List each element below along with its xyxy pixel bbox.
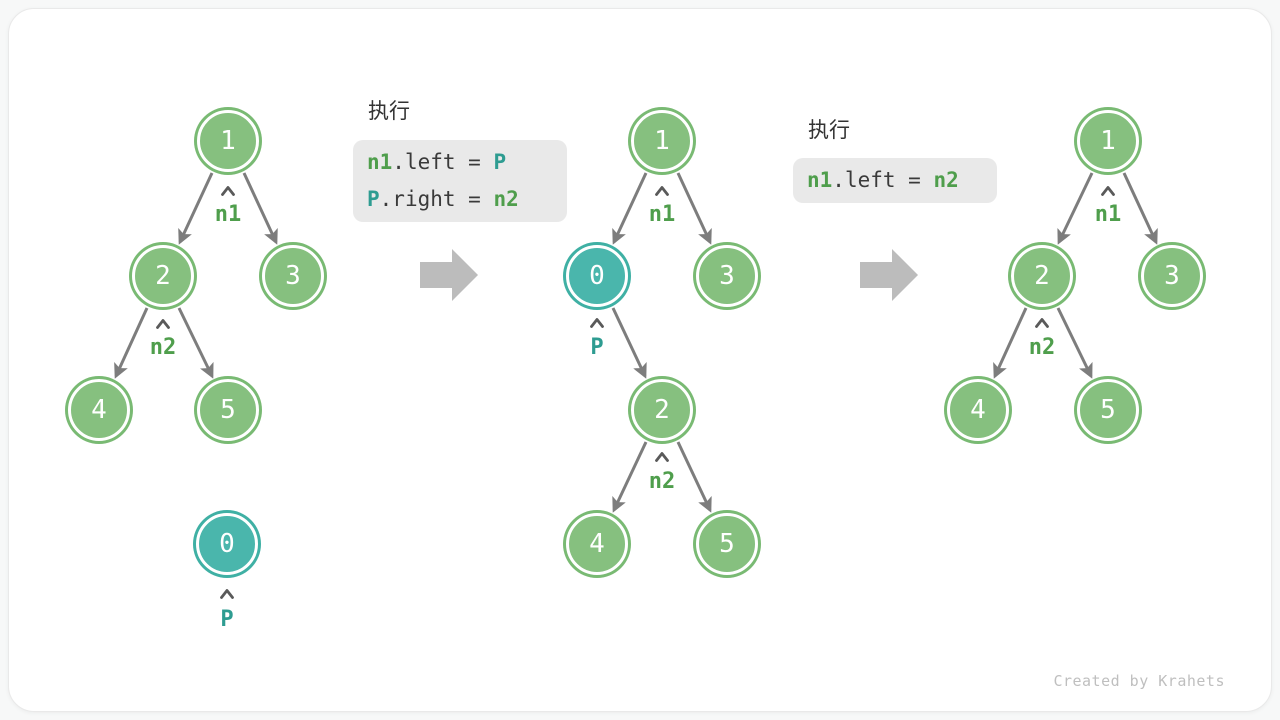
tree2-node-3: 3 xyxy=(696,245,758,307)
edge-arrow xyxy=(1056,307,1093,379)
node-value: 2 xyxy=(1034,261,1050,291)
watermark-credit: Created by Krahets xyxy=(1053,672,1225,690)
pointer-label-p: P xyxy=(590,335,604,360)
tree1-node-5: 5 xyxy=(197,379,259,441)
tree1-node-4: 4 xyxy=(68,379,130,441)
step1-title: 执行 xyxy=(368,100,410,123)
node-value: 4 xyxy=(970,395,986,425)
edge-arrow xyxy=(993,307,1028,379)
node-value: 1 xyxy=(654,126,670,156)
caret-up-icon xyxy=(221,186,235,196)
code-token: n2 xyxy=(933,168,959,192)
step1-code-block: n1.left = P P.right = n2 xyxy=(353,140,567,222)
pointer-label-n1: n1 xyxy=(648,202,676,227)
edge-arrow xyxy=(242,172,278,245)
node-value: 4 xyxy=(589,529,605,559)
tree2-node-1: 1 xyxy=(631,110,693,172)
caret-up-icon xyxy=(220,589,234,599)
tree3-node-2: 2 xyxy=(1011,245,1073,307)
tree3-node-1: 1 xyxy=(1077,110,1139,172)
node-value: 0 xyxy=(219,529,235,559)
node-value: 0 xyxy=(589,261,605,291)
pointer-label-n2: n2 xyxy=(648,469,676,494)
pointer-label-p: P xyxy=(220,607,234,632)
edge-arrow xyxy=(612,172,648,245)
step-arrow-icon xyxy=(860,249,918,301)
code-line: P.right = n2 xyxy=(367,181,567,218)
node-value: 1 xyxy=(220,126,236,156)
pointer-label-n2: n2 xyxy=(1028,335,1056,360)
edge-arrow xyxy=(611,307,647,379)
code-token: n2 xyxy=(493,187,519,211)
edge-arrow xyxy=(612,441,648,513)
code-token: .right = xyxy=(379,187,494,211)
pointer-label-n2: n2 xyxy=(149,335,177,360)
caret-up-icon xyxy=(1101,186,1115,196)
node-value: 5 xyxy=(719,529,735,559)
node-value: 4 xyxy=(91,395,107,425)
node-value: 5 xyxy=(1100,395,1116,425)
edge-arrow xyxy=(178,172,214,245)
node-value: 3 xyxy=(1164,261,1180,291)
step2-code-block: n1.left = n2 xyxy=(793,158,997,203)
tree2-node-4: 4 xyxy=(566,513,628,575)
tree2-edges xyxy=(611,172,712,513)
tree1-node-3: 3 xyxy=(262,245,324,307)
tree3-node-4: 4 xyxy=(947,379,1009,441)
pointer-label-n1: n1 xyxy=(1094,202,1122,227)
tree2-node-2: 2 xyxy=(631,379,693,441)
tree3-node-5: 5 xyxy=(1077,379,1139,441)
code-token: P xyxy=(493,150,507,174)
tree1-node-0: 0 xyxy=(196,513,258,575)
code-line: n1.left = n2 xyxy=(807,162,997,199)
tree1-node-2: 2 xyxy=(132,245,194,307)
step-arrow-icon xyxy=(420,249,478,301)
code-token: P xyxy=(367,187,380,211)
caret-up-icon xyxy=(655,186,669,196)
edge-arrow xyxy=(676,441,712,513)
edge-arrow xyxy=(114,307,149,379)
edge-arrow xyxy=(676,172,712,245)
tree3-node-3: 3 xyxy=(1141,245,1203,307)
node-value: 1 xyxy=(1100,126,1116,156)
node-value: 2 xyxy=(654,395,670,425)
tree2-node-0: 0 xyxy=(566,245,628,307)
caret-up-icon xyxy=(1035,318,1049,328)
node-value: 3 xyxy=(285,261,301,291)
step2-title: 执行 xyxy=(808,119,850,142)
pointer-label-n1: n1 xyxy=(214,202,242,227)
code-token: .left = xyxy=(832,168,934,192)
tree2-node-5: 5 xyxy=(696,513,758,575)
caret-up-icon xyxy=(655,452,669,462)
caret-up-icon xyxy=(590,318,604,328)
edge-arrow xyxy=(1122,172,1158,245)
tree1-node-1: 1 xyxy=(197,110,259,172)
node-value: 5 xyxy=(220,395,236,425)
node-value: 2 xyxy=(155,261,171,291)
code-line: n1.left = P xyxy=(367,144,567,181)
caret-up-icon xyxy=(156,319,170,329)
edge-arrow xyxy=(177,307,214,379)
code-token: n1 xyxy=(367,150,393,174)
edge-arrow xyxy=(1057,172,1094,245)
code-token: .left = xyxy=(392,150,494,174)
code-token: n1 xyxy=(807,168,833,192)
tree1-edges xyxy=(114,172,278,379)
node-value: 3 xyxy=(719,261,735,291)
tree3-edges xyxy=(993,172,1158,379)
